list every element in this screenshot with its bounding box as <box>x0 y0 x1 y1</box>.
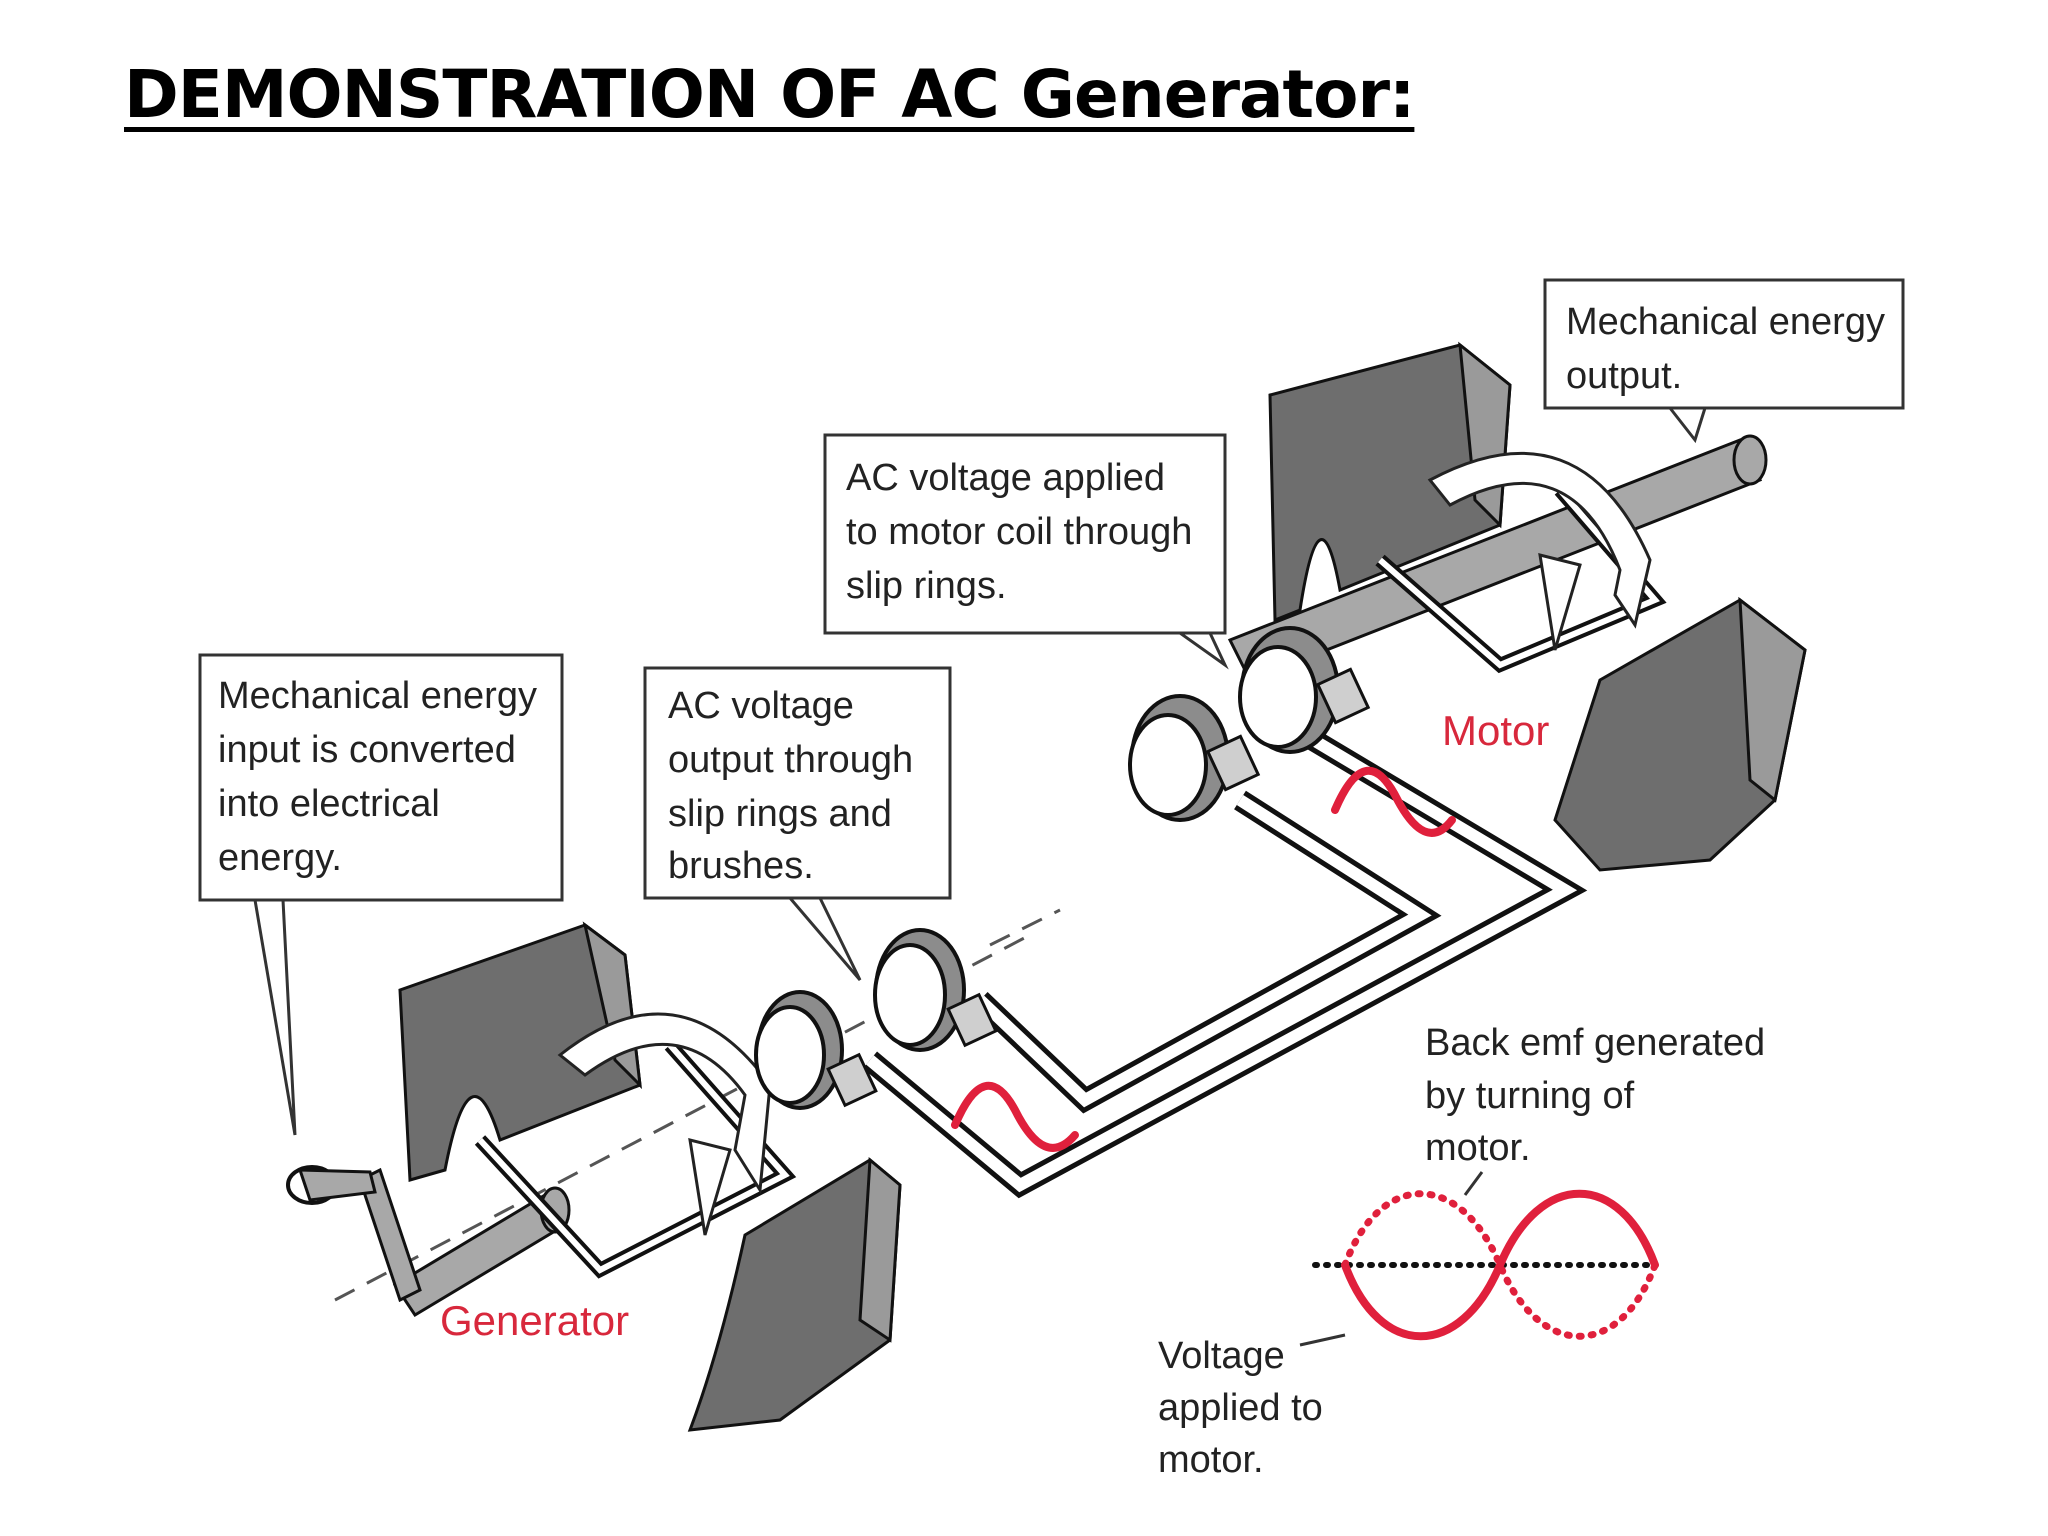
motor-rotation-arrow <box>1427 451 1652 629</box>
callout-generator-input-line-4: energy. <box>218 837 342 879</box>
back-emf-line-3: motor. <box>1425 1127 1531 1169</box>
voltage-applied-line-3: motor. <box>1158 1439 1264 1481</box>
generator-ac-symbol <box>951 1081 1079 1152</box>
callout-motor-input-line-2: to motor coil through <box>846 511 1192 553</box>
back-emf-line-1: Back emf generated <box>1425 1022 1765 1064</box>
back-emf-annotation: Back emf generated by turning of motor. <box>1425 1022 1765 1196</box>
motor-ac-symbol <box>1331 766 1456 837</box>
voltage-applied-line-2: applied to <box>1158 1387 1323 1429</box>
generator-label: Generator <box>440 1297 629 1344</box>
voltage-applied-annotation: Voltage applied to motor. <box>1158 1333 1346 1481</box>
callout-generator-output-line-2: output through <box>668 739 913 781</box>
applied-voltage-waveform <box>1341 1189 1659 1341</box>
callout-generator-input-line-3: into electrical <box>218 783 440 825</box>
callout-generator-input: Mechanical energy input is converted int… <box>198 653 564 1136</box>
callout-generator-output-line-4: brushes. <box>668 845 814 887</box>
callout-generator-output-line-3: slip rings and <box>668 793 892 835</box>
back-emf-line-2: by turning of <box>1425 1075 1635 1117</box>
generator-magnet-back <box>398 923 642 1182</box>
voltage-applied-line-1: Voltage <box>1158 1335 1285 1377</box>
crank-arm <box>358 1167 422 1303</box>
motor-assembly <box>989 341 1807 947</box>
motor-slip-rings <box>1128 626 1371 822</box>
callout-motor-input-line-1: AC voltage applied <box>846 457 1165 499</box>
generator-rotation-arrow <box>557 1012 772 1195</box>
motor-label: Motor <box>1442 707 1549 754</box>
back-emf-waveform <box>1341 1190 1659 1340</box>
callout-motor-input: AC voltage applied to motor coil through… <box>823 433 1229 670</box>
generator-assembly <box>286 921 1031 1432</box>
callout-motor-output-line-2: output. <box>1566 355 1682 397</box>
callout-generator-output-line-1: AC voltage <box>668 685 854 727</box>
callout-generator-output: AC voltage output through slip rings and… <box>643 666 952 981</box>
generator-slip-rings <box>754 928 998 1110</box>
waveform-graph <box>1312 1189 1659 1341</box>
callout-motor-output-line-1: Mechanical energy <box>1566 301 1885 343</box>
generator-magnet-front <box>687 1158 902 1432</box>
callout-generator-input-line-1: Mechanical energy <box>218 675 537 717</box>
connecting-wires <box>862 725 1588 1199</box>
callout-generator-input-line-2: input is converted <box>218 729 516 771</box>
callout-motor-output: Mechanical energy output. <box>1543 278 1905 444</box>
callout-motor-input-line-3: slip rings. <box>846 565 1007 607</box>
slide-title: DEMONSTRATION OF AC Generator: <box>124 56 1415 133</box>
